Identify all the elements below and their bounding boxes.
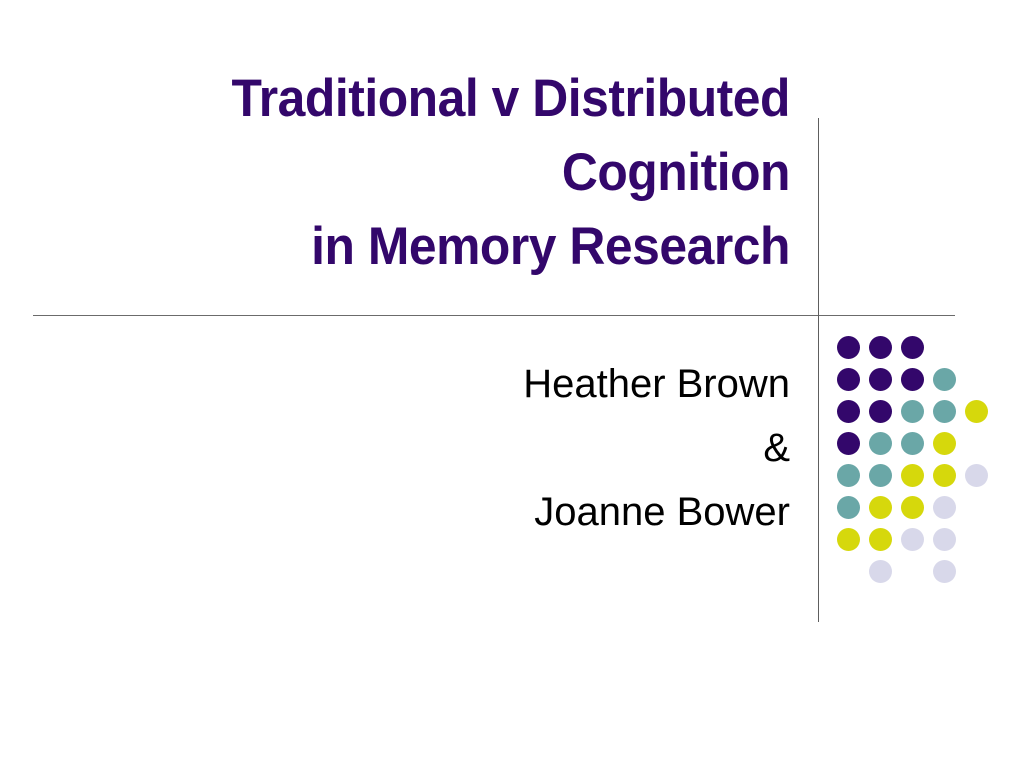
horizontal-divider [33,315,955,316]
dot-grid-decoration [837,336,997,592]
dot-yellow [933,432,956,455]
author-separator: & [763,426,790,470]
dot-grid-row [837,432,997,464]
dot-lavender [933,560,956,583]
dot-teal [933,368,956,391]
author-name-2: Joanne Bower [534,490,790,534]
page-title: Traditional v Distributed Cognition in M… [40,62,791,284]
dot-yellow [965,400,988,423]
dot-purple [837,336,860,359]
title-line-2: Cognition [561,143,791,202]
dot-purple [837,368,860,391]
dot-yellow [901,464,924,487]
dot-teal [869,464,892,487]
dot-lavender [965,464,988,487]
subtitle-authors: Heather Brown & Joanne Bower [300,352,790,544]
dot-grid-row [837,368,997,400]
dot-purple [869,336,892,359]
dot-lavender [869,560,892,583]
dot-purple [869,400,892,423]
dot-lavender [933,528,956,551]
dot-teal [933,400,956,423]
dot-lavender [901,528,924,551]
dot-teal [837,496,860,519]
dot-yellow [869,528,892,551]
dot-purple [901,368,924,391]
dot-purple [837,432,860,455]
dot-purple [901,336,924,359]
title-line-3: in Memory Research [311,217,790,276]
dot-grid-row [837,400,997,432]
dot-grid-row [837,464,997,496]
dot-teal [901,432,924,455]
dot-yellow [837,528,860,551]
dot-empty [901,560,924,583]
dot-lavender [933,496,956,519]
author-name-1: Heather Brown [523,362,790,406]
dot-grid-row [837,528,997,560]
vertical-divider [818,118,819,622]
dot-teal [869,432,892,455]
dot-teal [837,464,860,487]
title-line-1: Traditional v Distributed [231,69,791,128]
dot-yellow [933,464,956,487]
dot-grid-row [837,336,997,368]
dot-yellow [869,496,892,519]
dot-purple [869,368,892,391]
dot-grid-row [837,560,997,592]
dot-grid-row [837,496,997,528]
dot-teal [901,400,924,423]
dot-yellow [901,496,924,519]
dot-purple [837,400,860,423]
dot-empty [837,560,860,583]
